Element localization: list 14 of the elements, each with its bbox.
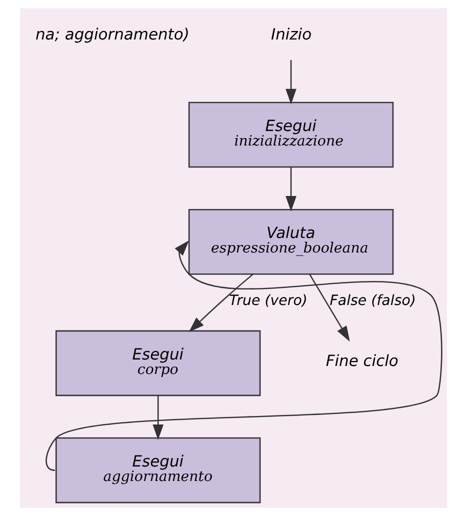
label: na; aggiornamento) (35, 25, 190, 44)
node-box: Esegui corpo (55, 330, 261, 396)
edge-label: False (falso) (330, 292, 416, 309)
node-box: Valuta espressione_booleana (188, 208, 394, 275)
arrow (188, 274, 254, 332)
node-box: Esegui aggiornamento (55, 437, 261, 504)
arrow (152, 396, 164, 440)
arrow (309, 274, 350, 342)
node-text: Inizio (271, 25, 312, 44)
arrow (286, 60, 296, 104)
edge-label: True (vero) (229, 292, 308, 309)
arrow (286, 167, 296, 212)
node-box: Esegui inizializzazione (188, 102, 394, 168)
node-text: Fine ciclo (326, 352, 398, 370)
